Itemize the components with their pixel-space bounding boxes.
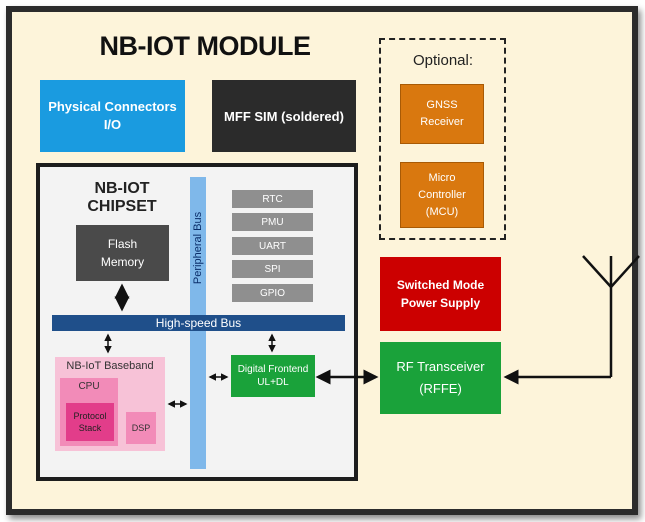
gnss-line1: GNSS xyxy=(426,99,458,111)
protocol-line1: Protocol xyxy=(73,411,107,421)
flash-line2: Memory xyxy=(100,255,145,269)
cpu-label: CPU xyxy=(78,381,100,392)
antenna-left-arm xyxy=(582,255,612,288)
protocol-line2: Stack xyxy=(78,423,102,433)
flash-memory-block: Flash Memory xyxy=(76,225,169,281)
antenna-right-arm xyxy=(610,255,640,288)
mcu-line1: Micro xyxy=(428,171,456,184)
chipset-title: NB-IOT CHIPSET xyxy=(62,178,182,218)
peripheral-spi: SPI xyxy=(232,260,313,278)
dfe-line1: Digital Frontend xyxy=(237,364,309,375)
physical-connectors-line2: I/O xyxy=(103,117,122,132)
mcu-line2: Controller xyxy=(418,188,466,201)
physical-connectors-line1: Physical Connectors xyxy=(48,99,177,114)
gnss-receiver-block: GNSS Receiver xyxy=(400,84,484,144)
optional-group xyxy=(379,38,506,240)
baseband-title: NB-IoT Baseband xyxy=(66,360,154,372)
peripheral-gpio: GPIO xyxy=(232,284,313,302)
rf-line2: (RFFE) xyxy=(419,381,462,396)
peripheral-uart: UART xyxy=(232,237,313,255)
chipset-title-line2: CHIPSET xyxy=(87,198,157,215)
gnss-line2: Receiver xyxy=(420,116,464,128)
rf-transceiver-block: RF Transceiver (RFFE) xyxy=(380,342,501,414)
smps-line1: Switched Mode xyxy=(396,278,485,292)
digital-frontend-block: Digital Frontend UL+DL xyxy=(231,355,315,397)
mcu-block: Micro Controller (MCU) xyxy=(400,162,484,228)
high-speed-bus: High-speed Bus xyxy=(52,315,345,331)
chipset-title-line1: NB-IOT xyxy=(94,180,150,197)
rf-line1: RF Transceiver xyxy=(396,359,485,374)
optional-label: Optional: xyxy=(412,51,474,69)
dfe-line2: UL+DL xyxy=(257,377,289,388)
peripheral-pmu: PMU xyxy=(232,213,313,231)
smps-block: Switched Mode Power Supply xyxy=(380,257,501,331)
module-title: NB-IOT MODULE xyxy=(99,30,311,61)
peripheral-rtc: RTC xyxy=(232,190,313,208)
mff-sim-block: MFF SIM (soldered) xyxy=(212,80,356,152)
physical-connectors-block: Physical Connectors I/O xyxy=(40,80,185,152)
protocol-stack-block: Protocol Stack xyxy=(66,403,114,441)
mcu-line3: (MCU) xyxy=(425,205,459,218)
flash-line1: Flash xyxy=(107,237,138,251)
smps-line2: Power Supply xyxy=(400,296,481,310)
dsp-block: DSP xyxy=(126,412,156,444)
